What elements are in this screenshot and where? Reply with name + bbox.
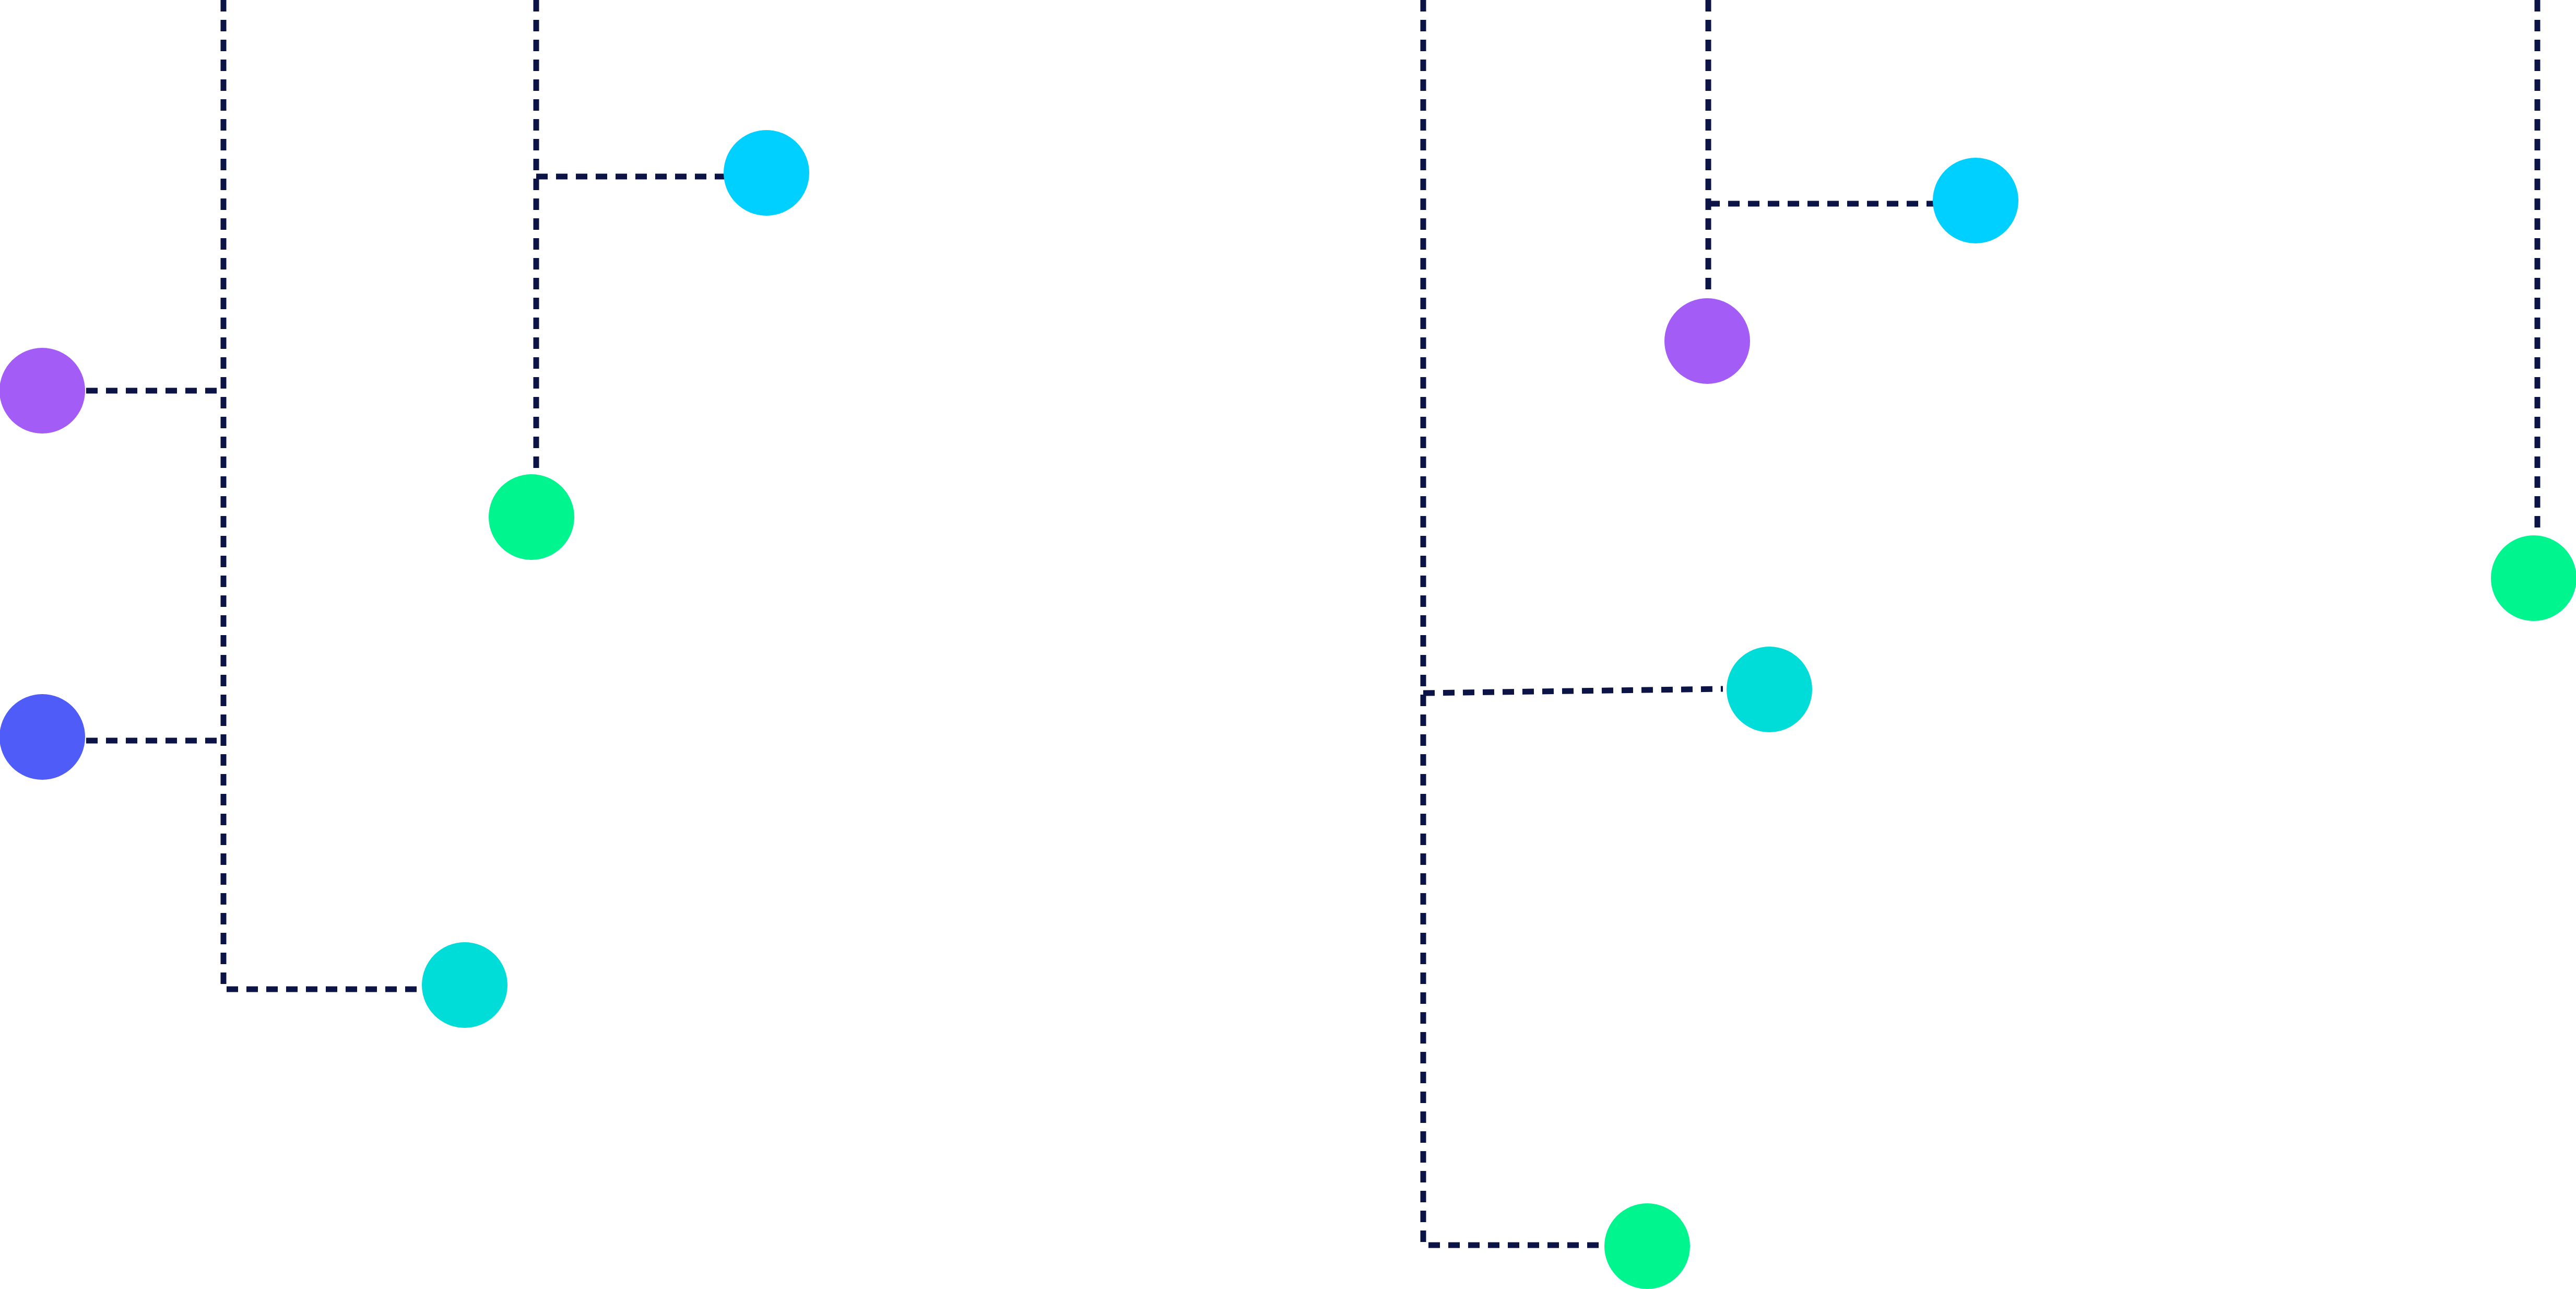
node-mint-bottom-right — [1604, 1203, 1690, 1289]
connector-trunk-left — [220, 0, 423, 992]
node-violet-right — [1664, 298, 1750, 384]
node-teal-lower-left — [422, 942, 507, 1028]
connector-branch-teal-right — [1423, 686, 1723, 696]
node-sky-upper-left — [724, 130, 809, 216]
node-mint-far-right — [2491, 535, 2576, 621]
connector-lines — [86, 0, 2540, 1248]
node-violet-left — [0, 348, 85, 433]
node-group — [0, 130, 2576, 1289]
node-teal-right — [1727, 647, 1812, 732]
node-mint-left — [489, 474, 574, 560]
node-indigo-left — [0, 694, 85, 780]
connector-trunk-center — [1420, 0, 1605, 1248]
node-sky-upper-right — [1933, 158, 2018, 243]
